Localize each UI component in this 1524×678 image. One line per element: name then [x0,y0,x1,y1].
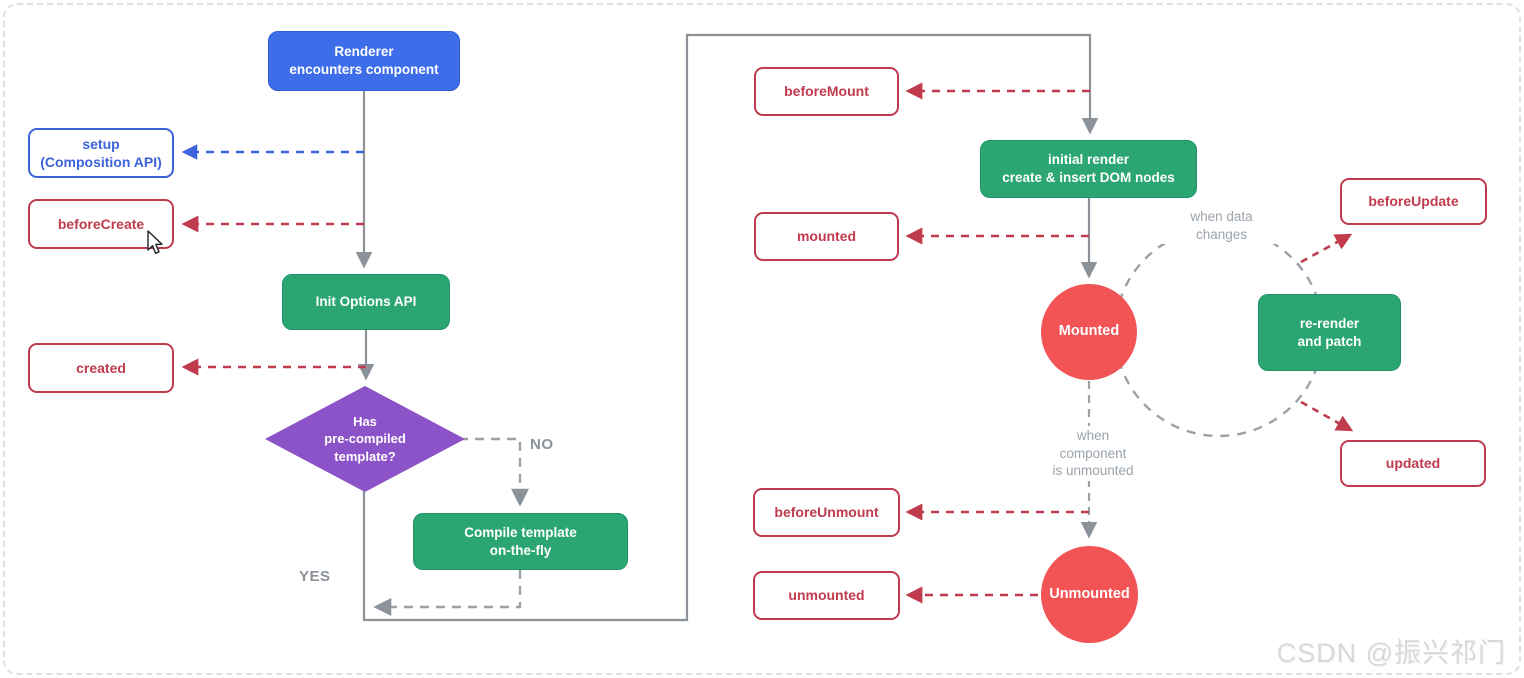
node-beforeunmount-hook: beforeUnmount [753,488,900,537]
node-re-render-and-patch: re-render and patch [1258,294,1401,371]
note-line: when data [1190,209,1253,224]
node-label: beforeUnmount [774,504,879,521]
node-label: pre-compiled [324,431,406,447]
node-label: re-render [1299,315,1360,331]
node-compile-template: Compile template on-the-fly [413,513,628,570]
note-line: is unmounted [1052,463,1134,479]
node-label: and patch [1297,333,1362,349]
node-beforecreate-hook: beforeCreate [28,199,174,249]
node-mounted-hook: mounted [754,212,899,261]
node-label: Mounted [1058,323,1120,340]
node-beforeupdate-hook: beforeUpdate [1340,178,1487,225]
node-label: beforeCreate [57,215,145,232]
node-renderer-encounters-component: Renderer encounters component [268,31,460,91]
node-label: initial render [1047,152,1130,168]
node-label: mounted [796,228,857,245]
note-line: changes [1195,226,1248,242]
node-unmounted-hook: unmounted [753,571,900,620]
node-mounted-state: Mounted [1041,284,1137,380]
node-label: created [76,359,126,376]
node-label: Has [353,414,377,430]
edge-no-branch [459,437,529,507]
node-label: Unmounted [1049,585,1130,602]
node-initial-render: initial render create & insert DOM nodes [980,140,1197,198]
branch-label-yes: YES [299,568,331,585]
csdn-watermark: CSDN @振兴祁门 [1276,638,1506,668]
edge-to-updated-hook [1300,400,1354,432]
note-when-component-unmounted: when component is unmounted [1034,426,1152,481]
node-label: on-the-fly [489,542,552,558]
node-label: encounters component [289,62,439,77]
node-label: beforeUpdate [1368,193,1459,210]
note-line: when [1076,428,1110,443]
node-label: Renderer [334,44,394,60]
node-label: unmounted [788,587,865,604]
node-created-hook: created [28,343,174,393]
note-line: component [1059,445,1127,461]
node-updated-hook: updated [1340,440,1486,487]
node-label: setup [82,135,120,152]
node-label: (Composition API) [40,154,162,170]
node-beforemount-hook: beforeMount [754,67,899,116]
node-label: updated [1385,455,1441,472]
node-init-options-api: Init Options API [282,274,450,330]
node-label: create & insert DOM nodes [1002,170,1175,185]
edge-yes-loop-to-initial-render [362,33,1099,622]
node-setup-hook: setup (Composition API) [28,128,174,178]
node-label: template? [334,448,396,464]
note-when-data-changes: when data changes [1155,207,1288,245]
node-label: Init Options API [315,294,417,310]
edge-compile-return-loop [373,570,522,616]
node-label: beforeMount [784,83,869,100]
node-unmounted-state: Unmounted [1041,546,1138,643]
node-label: Compile template [464,524,577,540]
branch-label-no: NO [530,436,554,453]
edge-to-beforeupdate-hook [1300,233,1353,264]
mouse-cursor-icon [147,230,163,254]
